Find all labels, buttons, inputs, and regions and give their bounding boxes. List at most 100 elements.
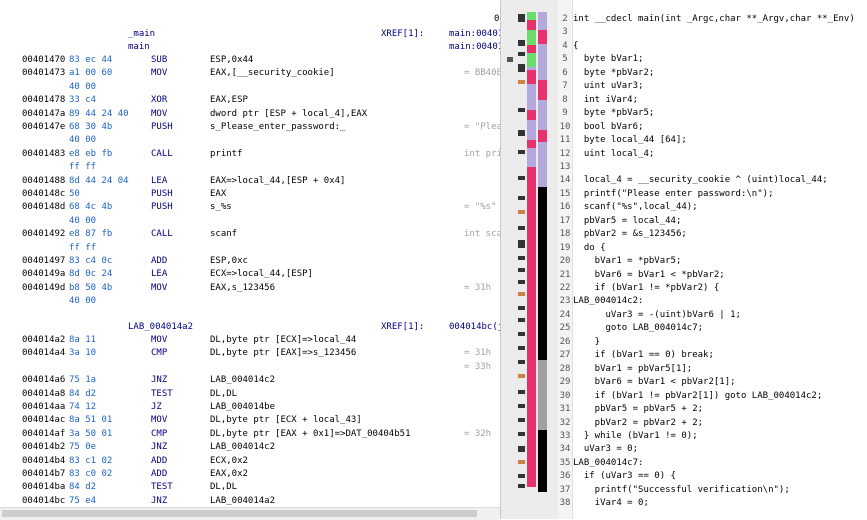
instruction-mnemonic: PUSH — [151, 122, 173, 132]
label-lab-004014a2[interactable]: LAB_004014a2 — [128, 322, 194, 332]
code-line[interactable]: uVar3 = 0; — [573, 444, 639, 455]
code-line[interactable]: LAB_004014c7: — [573, 457, 644, 468]
code-line[interactable]: int iVar4; — [573, 94, 639, 105]
code-line[interactable]: bool bVar6; — [573, 121, 644, 132]
code-line[interactable]: } — [573, 336, 601, 347]
code-line[interactable]: pbVar5 = pbVar5 + 2; — [573, 404, 704, 415]
code-line[interactable]: if (bVar1 != pbVar2[1]) goto LAB_004014c… — [573, 390, 823, 401]
function-label-main[interactable]: main — [128, 42, 150, 52]
function-label-main-underscore[interactable]: _main — [128, 29, 156, 39]
instruction-row[interactable]: 40 00 — [0, 81, 500, 94]
code-line[interactable]: if (bVar1 != *pbVar2) { — [573, 283, 720, 293]
listing-horizontal-scrollbar[interactable] — [0, 507, 500, 520]
code-line[interactable]: do { — [573, 242, 606, 253]
instruction-address: 004014b2 — [22, 442, 66, 453]
code-line[interactable]: { — [573, 40, 579, 51]
code-line[interactable]: printf("Successful verification\n"); — [573, 484, 790, 495]
instruction-row[interactable]: 40 00 — [0, 215, 500, 228]
code-line[interactable]: bVar6 = bVar1 < pbVar2[1]; — [573, 377, 736, 388]
instruction-row[interactable]: 40 00 — [0, 295, 500, 308]
code-line[interactable]: local_4 = __security_cookie ^ (uint)loca… — [573, 175, 828, 186]
code-line[interactable]: uint local_4; — [573, 148, 655, 159]
scrollbar-thumb[interactable] — [2, 510, 477, 517]
line-number: 6 — [562, 67, 568, 78]
code-line[interactable]: uint uVar3; — [573, 81, 644, 92]
code-line[interactable]: } while (bVar1 != 0); — [573, 430, 698, 441]
code-line[interactable]: goto LAB_004014c7; — [573, 323, 704, 334]
overview-mark — [518, 404, 525, 408]
overview-bar — [527, 110, 536, 120]
instruction-mnemonic: ADD — [151, 455, 168, 466]
code-line[interactable]: LAB_004014c2: — [573, 296, 644, 307]
instruction-comment: int sca — [464, 229, 500, 240]
overview-mark — [518, 176, 525, 180]
code-line[interactable]: scanf("%s",local_44); — [573, 202, 698, 213]
instruction-row[interactable]: ff ff — [0, 242, 500, 255]
overview-margin[interactable] — [500, 0, 559, 519]
overview-mark — [518, 80, 525, 84]
listing-pane[interactable]: 0 _main XREF[1]: main:004014 main main:0… — [0, 0, 500, 507]
instruction-row[interactable]: = 33h — [0, 361, 500, 374]
overview-bar — [527, 20, 536, 30]
instruction-mnemonic: JNZ — [151, 442, 168, 453]
code-line[interactable]: pbVar2 = &s_123456; — [573, 229, 687, 240]
code-line[interactable]: byte *pbVar5; — [573, 108, 655, 119]
code-line[interactable]: pbVar5 = local_44; — [573, 215, 682, 226]
xref-value[interactable]: main:004014 — [449, 29, 500, 39]
instruction-bytes: 3a 10 — [69, 348, 97, 359]
line-number: 12 — [559, 148, 571, 159]
xref-value-2[interactable]: main:00401 — [449, 42, 500, 52]
code-line[interactable]: byte bVar1; — [573, 54, 644, 65]
code-line[interactable]: uVar3 = -(uint)bVar6 | 1; — [573, 309, 741, 320]
code-line[interactable]: iVar4 = 0; — [573, 498, 649, 509]
code-line[interactable]: bVar1 = pbVar5[1]; — [573, 363, 693, 374]
code-line[interactable]: byte local_44 [64]; — [573, 135, 687, 146]
line-number: 8 — [562, 94, 568, 105]
instruction-bytes: 68 4c 4b — [69, 202, 113, 213]
instruction-row[interactable]: 40 00 — [0, 134, 500, 147]
line-number: 37 — [559, 484, 571, 495]
code-line[interactable]: int __cdecl main(int _Argc,char **_Argv,… — [573, 14, 855, 24]
xref-value-3[interactable]: 004014bc(j — [449, 322, 500, 332]
code-line[interactable]: printf("Please enter password:\n"); — [573, 188, 774, 199]
overview-mark — [518, 474, 525, 478]
instruction-row[interactable]: ff ff — [0, 161, 500, 174]
line-number: 29 — [559, 377, 571, 388]
instruction-mnemonic: TEST — [151, 388, 173, 399]
overview-mark — [518, 484, 525, 488]
code-line[interactable]: byte *pbVar2; — [573, 67, 655, 78]
code-line[interactable]: bVar1 = *pbVar5; — [573, 256, 682, 267]
code-line[interactable]: if (bVar1 == 0) break; — [573, 350, 714, 361]
instruction-bytes: 84 d2 — [69, 482, 97, 493]
instruction-bytes: 83 ec 44 — [69, 55, 113, 65]
code-line[interactable]: pbVar2 = pbVar2 + 2; — [573, 417, 704, 428]
code-line[interactable]: bVar6 = bVar1 < *pbVar2; — [573, 269, 725, 280]
code-line[interactable]: if (uVar3 == 0) { — [573, 471, 676, 482]
